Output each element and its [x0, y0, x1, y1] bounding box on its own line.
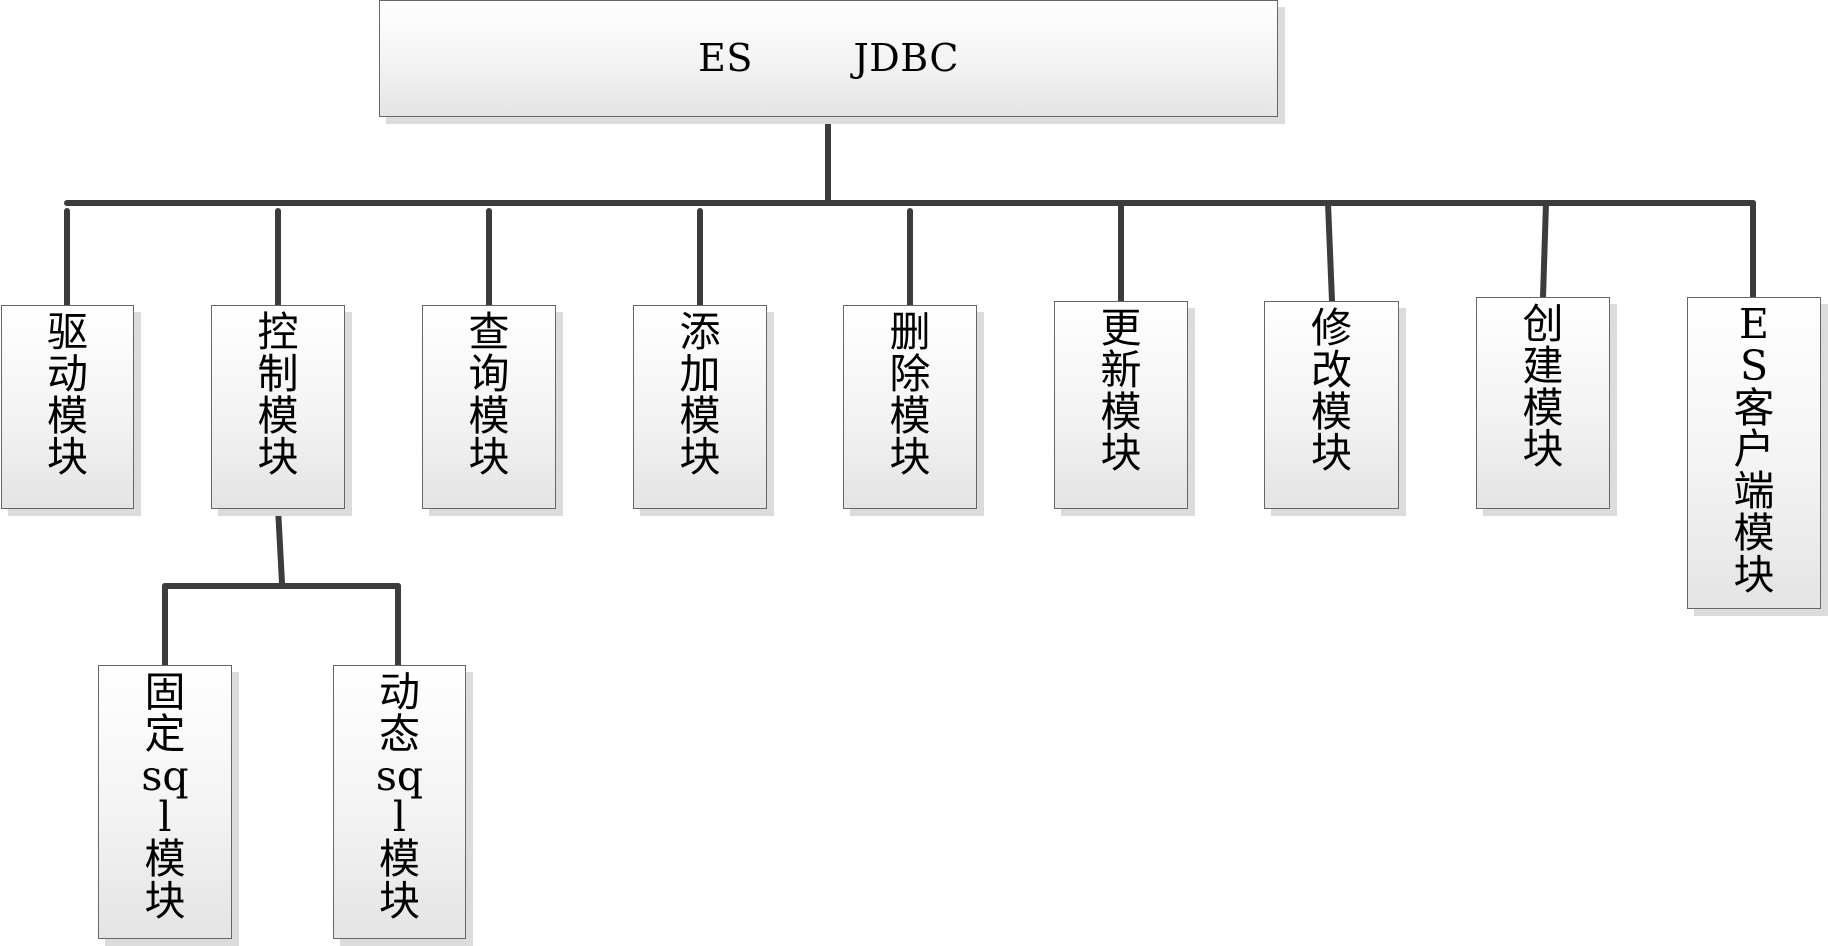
root-node: ES JDBC [379, 0, 1278, 117]
module-label: 创建模块 [1522, 300, 1564, 474]
module-query: 查询模块 [422, 305, 556, 509]
module-create: 创建模块 [1476, 297, 1610, 509]
module-control: 控制模块 [211, 305, 345, 509]
submodule-fixed-sql: 固定sql模块 [98, 665, 232, 939]
module-modify: 修改模块 [1264, 301, 1399, 509]
submodule-dynamic-sql: 动态sql模块 [333, 665, 466, 939]
module-label: 修改模块 [1311, 304, 1352, 478]
submodule-label: 动态sql模块 [375, 668, 424, 926]
module-update: 更新模块 [1054, 301, 1188, 509]
root-label: ES JDBC [698, 36, 959, 80]
module-driver: 驱动模块 [1, 305, 134, 509]
submodule-label: 固定sql模块 [141, 668, 189, 926]
module-delete: 删除模块 [843, 305, 977, 509]
module-label: ES客户端模块 [1733, 300, 1775, 599]
connector-modify [1325, 200, 1335, 304]
connector-control-sub [275, 505, 285, 586]
module-label: 查询模块 [468, 308, 510, 482]
module-add: 添加模块 [633, 305, 767, 509]
module-label: 添加模块 [679, 308, 721, 482]
module-label: 控制模块 [257, 308, 299, 482]
module-label: 更新模块 [1100, 304, 1142, 478]
connector-create [1540, 200, 1549, 300]
module-label: 驱动模块 [47, 308, 88, 482]
module-label: 删除模块 [889, 308, 931, 482]
module-es-client: ES客户端模块 [1687, 297, 1821, 609]
